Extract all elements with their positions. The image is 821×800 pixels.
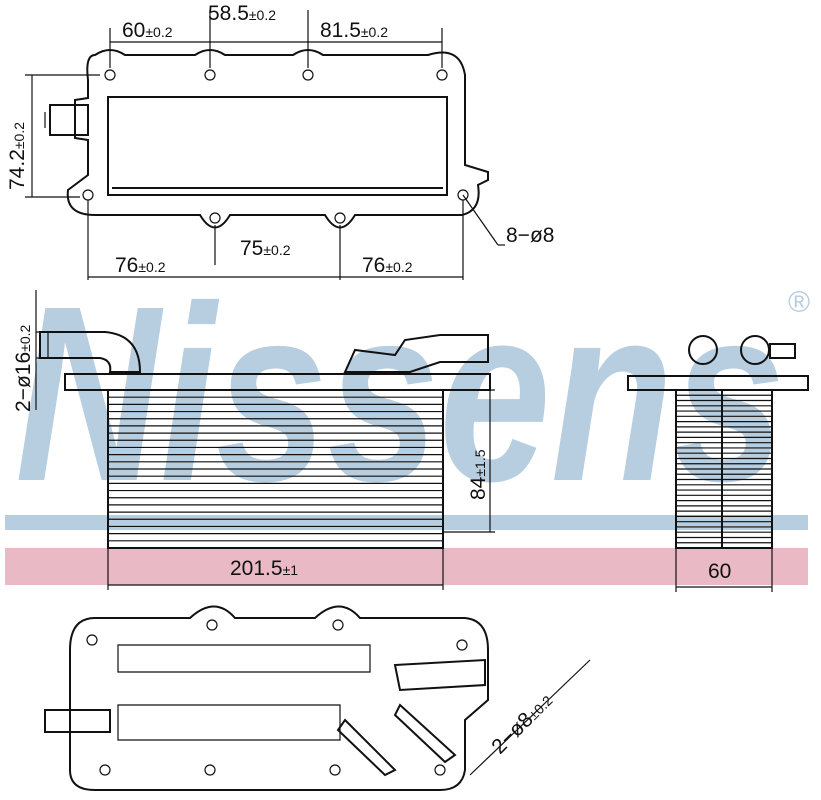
- dim-top-2: 58.5±0.2: [208, 2, 276, 25]
- dim-top-3: 81.5±0.2: [320, 19, 388, 42]
- dim-bottom-3: 76±0.2: [362, 254, 413, 277]
- top-view: 60±0.2 58.5±0.2 81.5±0.2 74.2±0.2 8−ø8 7…: [6, 2, 554, 280]
- dim-bottom-2: 75±0.2: [240, 237, 291, 260]
- watermark: Nissens ®: [5, 254, 810, 585]
- watermark-registered: ®: [788, 286, 810, 319]
- end-view: 60: [627, 335, 809, 592]
- side-view: 2−ø16±0.2 84±1.5 201.5±1: [12, 290, 495, 590]
- dim-height-left: 74.2±0.2: [6, 122, 29, 190]
- dim-width: 60: [708, 560, 731, 583]
- dim-top-1: 60±0.2: [122, 19, 173, 42]
- bottom-view: 2−ø8±0.2: [44, 605, 591, 791]
- dim-small-pipe-dia: 2−ø8±0.2: [487, 689, 557, 759]
- dim-holes: 8−ø8: [506, 224, 554, 247]
- dim-length: 201.5±1: [230, 557, 298, 580]
- watermark-brand: Nissens: [15, 254, 785, 533]
- dim-core-height: 84±1.5: [467, 449, 490, 500]
- dim-pipe-dia: 2−ø16±0.2: [12, 325, 35, 413]
- dim-bottom-1: 76±0.2: [115, 254, 166, 277]
- watermark-band-pink: [5, 548, 808, 585]
